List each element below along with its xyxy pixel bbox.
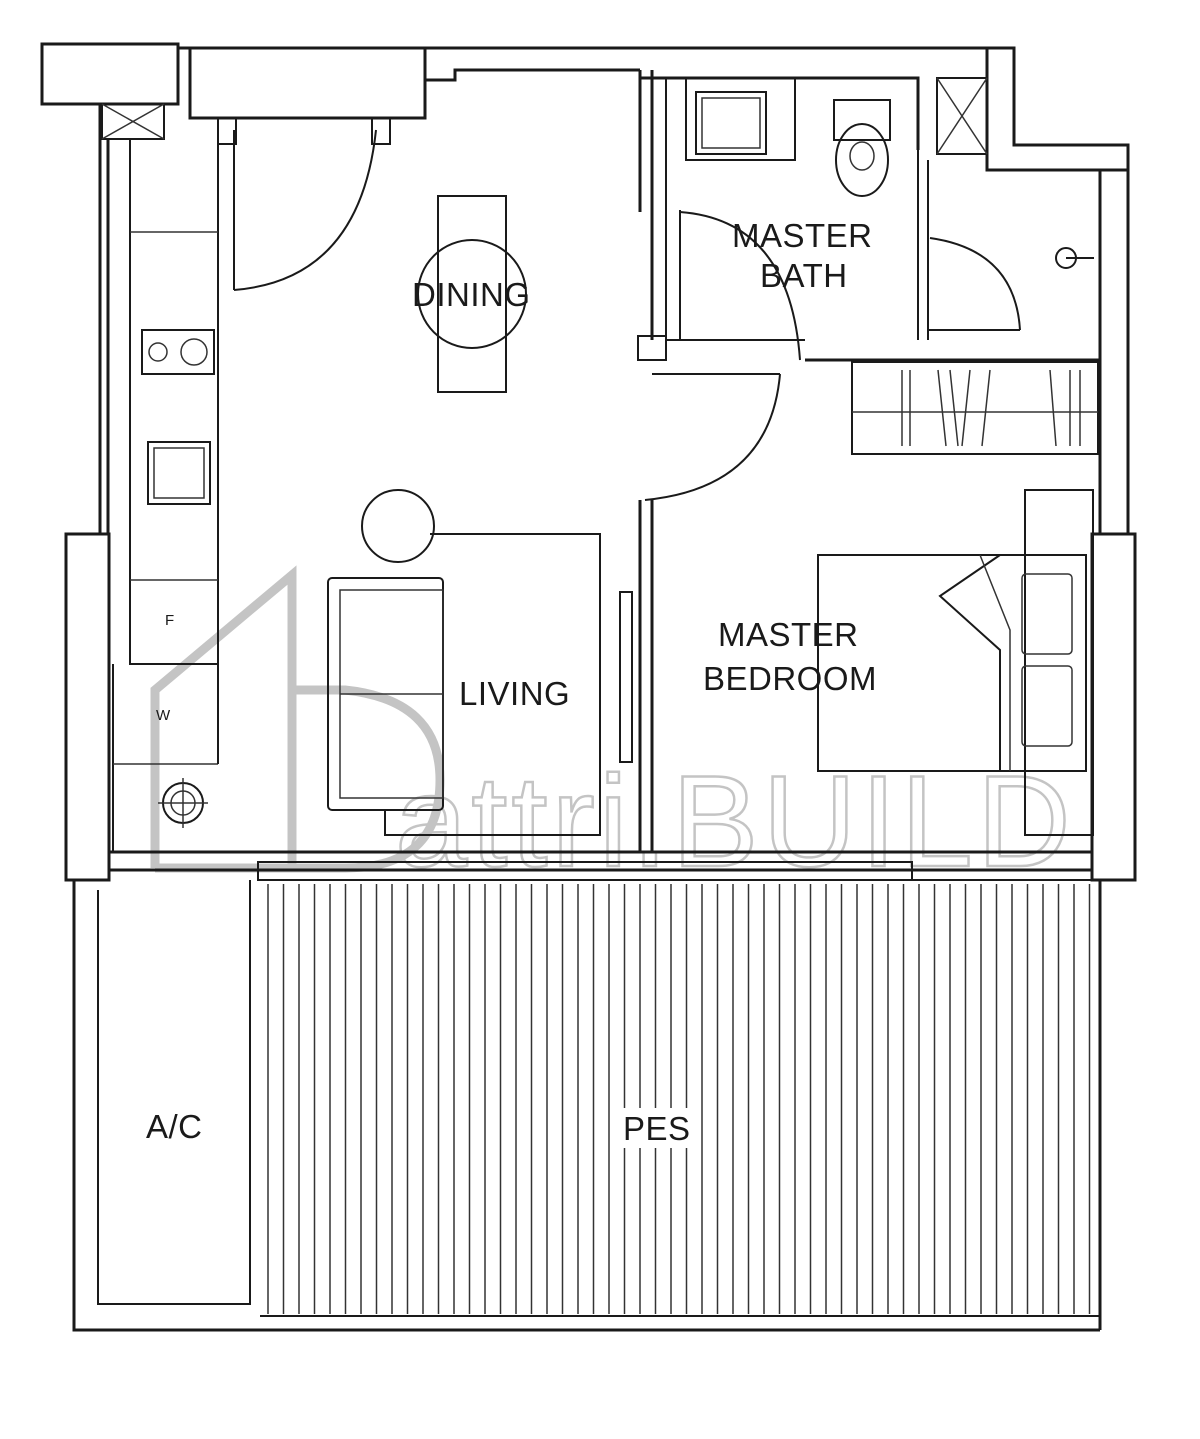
sink-icon [147, 441, 211, 505]
washer-label: W [156, 707, 171, 724]
pes-decking [267, 884, 1091, 1314]
watermark: attri.BUILD [150, 565, 1075, 895]
dining-label: DINING [412, 276, 531, 313]
tv-console [384, 533, 601, 836]
pes-area [72, 861, 1102, 1332]
shower-head-icon [1055, 247, 1094, 269]
dining-table [417, 195, 527, 393]
master-bedroom-label-1: MASTER [718, 616, 859, 653]
master-bath-walls [665, 78, 1100, 362]
watermark-text: attri.BUILD [395, 748, 1075, 894]
toilet-icon [833, 99, 891, 197]
master-bath-label-1: MASTER [732, 217, 873, 254]
pes-label: PES [623, 1110, 691, 1147]
outer-walls [40, 42, 1130, 872]
master-bath-label-2: BATH [760, 257, 848, 294]
service-shaft-right [936, 77, 988, 155]
basin-icon [695, 91, 767, 155]
side-table [361, 489, 435, 563]
living-label: LIVING [459, 675, 570, 712]
bedroom-door [644, 373, 781, 501]
partition-wall [619, 70, 667, 852]
floor-trap-icon [158, 778, 208, 828]
kitchen-counter [112, 140, 219, 852]
column-right [1090, 532, 1137, 882]
service-shaft-left [101, 103, 165, 140]
fridge-label: F [165, 612, 174, 629]
shower-door [928, 237, 1021, 331]
bed [817, 489, 1094, 836]
entrance-door [217, 117, 391, 291]
pes-label-backdrop [618, 1108, 696, 1148]
bath-door [679, 211, 801, 361]
hob-icon [141, 329, 215, 375]
column-left [64, 532, 111, 882]
wardrobe [851, 361, 1099, 455]
master-bedroom-label-2: BEDROOM [703, 660, 877, 697]
ac-label: A/C [146, 1108, 203, 1145]
